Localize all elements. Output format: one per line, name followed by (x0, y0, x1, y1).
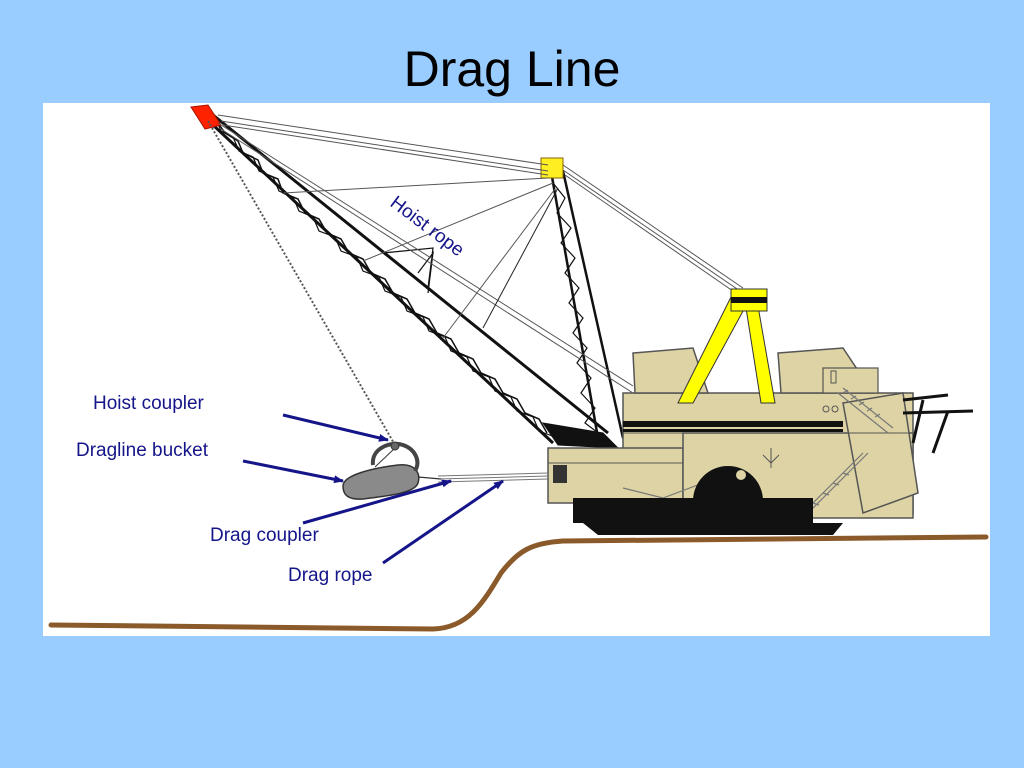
arrow-hoist-coupler (282, 413, 389, 442)
rails (902, 393, 974, 454)
label-drag-rope: Drag rope (288, 565, 373, 586)
mast (549, 170, 625, 439)
stairs (622, 387, 894, 514)
roof-rail (623, 429, 843, 432)
label-hoist-coupler: Hoist coupler (93, 393, 205, 414)
arrow-dragline-bucket (242, 459, 344, 484)
label-hoist-rope: Hoist rope (386, 192, 468, 261)
drag-rope-line (437, 472, 549, 483)
slide-title: Drag Line (403, 41, 621, 97)
label-drag-coupler: Drag coupler (210, 525, 319, 546)
tub-base (573, 466, 843, 535)
pointer-arrows (242, 413, 504, 565)
roof-rail (623, 421, 843, 427)
dragline-diagram-panel: Hoist rope Hoist coupler Dragline bucket… (43, 103, 990, 636)
dragline-bucket (342, 441, 442, 500)
arrow-drag-rope (382, 479, 504, 565)
label-dragline-bucket: Dragline bucket (76, 440, 209, 461)
dragline-diagram: Hoist rope Hoist coupler Dragline bucket… (48, 104, 989, 632)
a-frame (677, 288, 776, 404)
arrow-drag-coupler (302, 479, 452, 525)
ground-line (48, 534, 989, 632)
mast-head (540, 157, 564, 179)
hoist-rope-line (207, 120, 396, 446)
ropes (217, 114, 744, 394)
boom (196, 109, 620, 449)
machine-house (547, 347, 919, 519)
